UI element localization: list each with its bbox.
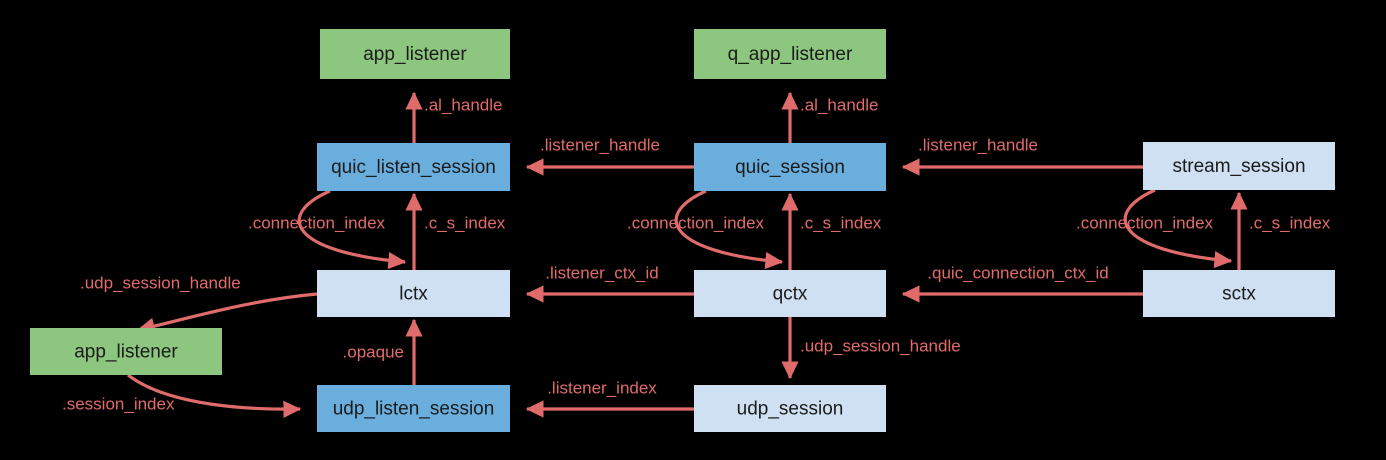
node-box-udp_listen_session	[317, 385, 510, 432]
edge-label-e-ss-qs: .listener_handle	[918, 135, 1038, 154]
node-label-sctx: sctx	[1222, 284, 1256, 305]
edge-label-e-qctx-qs: .c_s_index	[800, 213, 882, 232]
node-label-stream_session: stream_session	[1172, 156, 1305, 177]
edge-label-e-qs-qctx: .connection_index	[627, 213, 765, 232]
edge-label-e-sctx-qctx: .quic_connection_ctx_id	[927, 263, 1108, 282]
node-box-sctx	[1143, 270, 1335, 317]
node-udp_listen_session[interactable]: udp_listen_session	[317, 385, 510, 432]
edge-label-e-appl-uls: .session_index	[62, 394, 175, 413]
node-sctx[interactable]: sctx	[1143, 270, 1335, 317]
edges-layer	[127, 91, 1248, 418]
edge-label-e-qctx-us: .udp_session_handle	[800, 336, 961, 355]
node-box-lctx	[317, 270, 510, 317]
node-lctx[interactable]: lctx	[317, 270, 510, 317]
node-box-quic_session	[694, 143, 886, 191]
edge-e-qs-qctx	[674, 189, 784, 270]
node-box-qctx	[694, 270, 886, 317]
node-label-udp_session: udp_session	[737, 399, 844, 420]
edge-label-e-sctx-ss: .c_s_index	[1249, 213, 1331, 232]
node-label-udp_listen_session: udp_listen_session	[333, 399, 495, 420]
node-box-app_listener_left	[30, 328, 222, 375]
node-label-q_app_listener: q_app_listener	[728, 44, 853, 65]
edge-label-e-qs-qls: .listener_handle	[540, 135, 660, 154]
edge-label-e-qs-qal: .al_handle	[800, 95, 878, 114]
node-box-quic_listen_session	[317, 143, 510, 191]
edge-label-e-uls-lctx: .opaque	[343, 342, 404, 361]
node-box-stream_session	[1143, 142, 1335, 190]
edge-e-ss-sctx	[1123, 188, 1233, 269]
node-quic_listen_session[interactable]: quic_listen_session	[317, 143, 510, 191]
node-label-app_listener_top: app_listener	[363, 44, 467, 65]
node-app_listener_top[interactable]: app_listener	[320, 29, 510, 79]
edge-label-e-qls-al: .al_handle	[424, 95, 502, 114]
edge-e-qls-lctx	[297, 189, 407, 270]
node-box-udp_session	[694, 385, 886, 432]
edge-label-e-qls-lctx: .connection_index	[248, 213, 386, 232]
edge-label-e-us-uls: .listener_index	[547, 378, 657, 397]
edge-labels-layer: .al_handle .al_handle .listener_handle .lis…	[62, 95, 1331, 413]
node-stream_session[interactable]: stream_session	[1143, 142, 1335, 190]
edge-e-lctx-appl	[136, 292, 318, 335]
edge-label-e-lctx-qls: .c_s_index	[424, 213, 506, 232]
edge-e-appl-uls	[127, 373, 302, 418]
nodes-layer: app_listener q_app_listener quic_listen_se…	[30, 29, 1335, 432]
node-q_app_listener[interactable]: q_app_listener	[694, 29, 886, 79]
edge-label-e-qctx-lctx: .listener_ctx_id	[545, 263, 658, 282]
node-quic_session[interactable]: quic_session	[694, 143, 886, 191]
node-app_listener_left[interactable]: app_listener	[30, 328, 222, 375]
edge-label-e-lctx-appl: .udp_session_handle	[80, 273, 241, 292]
node-label-quic_listen_session: quic_listen_session	[331, 157, 496, 178]
node-box-app_listener_top	[320, 29, 510, 79]
edge-label-e-ss-sctx: .connection_index	[1076, 213, 1214, 232]
node-label-qctx: qctx	[773, 284, 808, 305]
node-label-lctx: lctx	[399, 284, 428, 305]
node-box-q_app_listener	[694, 29, 886, 79]
node-udp_session[interactable]: udp_session	[694, 385, 886, 432]
node-qctx[interactable]: qctx	[694, 270, 886, 317]
node-label-quic_session: quic_session	[735, 157, 845, 178]
node-label-app_listener_left: app_listener	[74, 342, 178, 363]
